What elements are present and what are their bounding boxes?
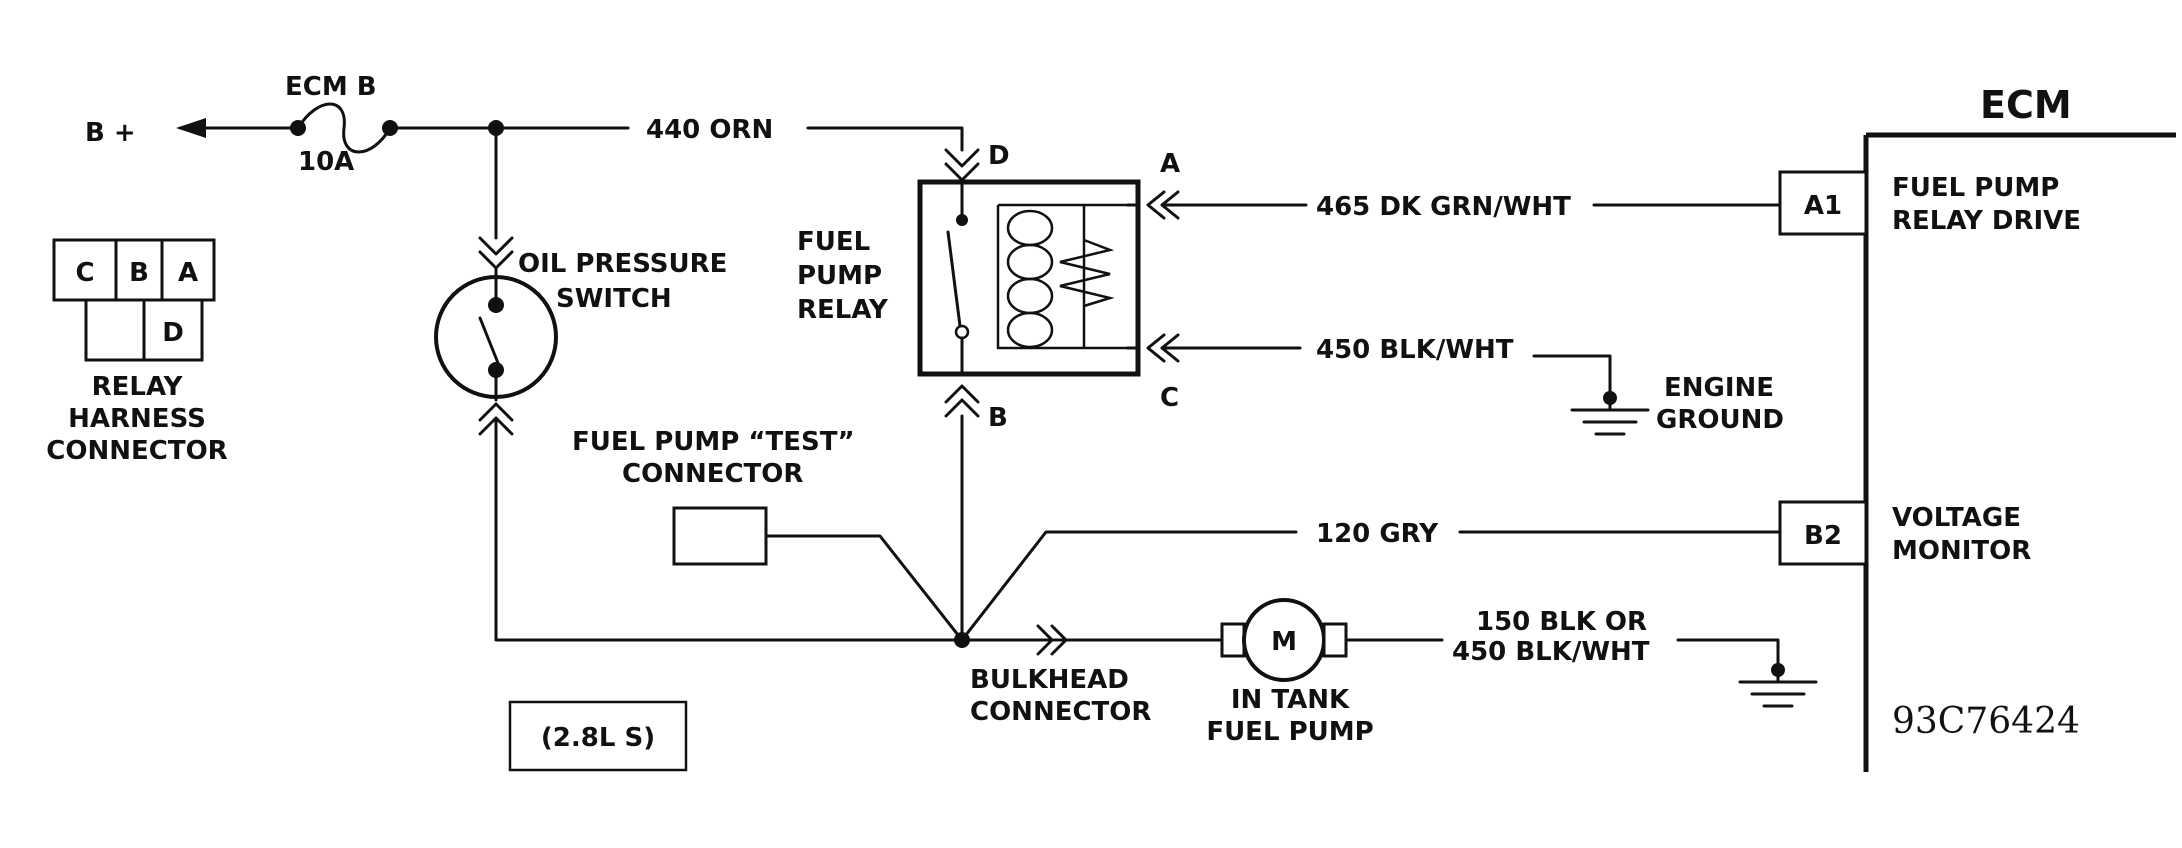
fuse-ecm-b: ECM B 10A	[285, 72, 398, 177]
harness-pin-c: C	[75, 258, 94, 288]
fuel-pump-relay	[917, 179, 1141, 377]
harness-cell-d	[142, 298, 204, 362]
engine-ground-label-line2: GROUND	[1656, 405, 1784, 435]
oil-switch-label-line1: OIL PRESSURE	[518, 249, 727, 279]
harness-label-line1: RELAY	[92, 372, 184, 402]
battery-positive-label: B +	[85, 118, 136, 148]
ecm-pin-a1-id: A1	[1804, 191, 1842, 221]
oil-switch-connector-top-icon	[478, 236, 514, 270]
wire-120-left	[960, 530, 1298, 642]
ecm-pin-a1-box	[1778, 170, 1868, 236]
bulkhead-label-line2: CONNECTOR	[970, 697, 1151, 727]
oil-switch-contact-top	[488, 297, 504, 313]
ground-icon	[1570, 396, 1650, 436]
relay-pin-a-label: A	[1160, 149, 1180, 179]
relay-pin-c-label: C	[1160, 383, 1179, 413]
fuse-rating-label: 10A	[298, 147, 354, 177]
pump-terminal-left	[1220, 622, 1246, 658]
ecm-outline	[1863, 132, 2176, 772]
wire-150-label-line1: 150 BLK OR	[1476, 607, 1647, 637]
wire-450-label: 450 BLK/WHT	[1316, 335, 1514, 365]
wire-450-right	[1532, 354, 1612, 396]
pump-motor-symbol: M	[1271, 627, 1297, 657]
pump-terminal-right	[1322, 622, 1348, 658]
pump-ground-icon	[1738, 668, 1818, 708]
pump-label-line2: FUEL PUMP	[1206, 717, 1373, 747]
relay-switch-blade	[946, 230, 962, 328]
ecm-pin-a1-label-line2: RELAY DRIVE	[1892, 206, 2081, 236]
engine-tag-label: (2.8L S)	[541, 723, 655, 753]
in-tank-fuel-pump: M	[1220, 598, 1348, 682]
test-connector-body	[672, 506, 768, 566]
engine-ground-symbol	[1570, 391, 1650, 436]
wire-120-label: 120 GRY	[1316, 519, 1439, 549]
relay-coil-turn-3	[1006, 277, 1054, 315]
relay-connector-b-icon	[944, 384, 980, 418]
battery-arrow-icon	[176, 118, 206, 138]
ecm-pin-b2-label-line2: MONITOR	[1892, 536, 2031, 566]
relay-title-line3: RELAY	[797, 295, 889, 325]
harness-label-line3: CONNECTOR	[46, 436, 227, 466]
oil-pressure-switch	[434, 266, 558, 402]
ecm-pin-b2-id: B2	[1804, 521, 1842, 551]
ecm-title: ECM	[1980, 83, 2072, 127]
relay-title-line2: PUMP	[797, 261, 882, 291]
pump-label-line1: IN TANK	[1231, 685, 1350, 715]
relay-coil-turn-4	[1006, 311, 1054, 349]
relay-coil-turn-1	[1006, 209, 1054, 247]
battery-positive-terminal: B +	[85, 118, 300, 148]
relay-pin-b-label: B	[988, 403, 1008, 433]
bulkhead-label-line1: BULKHEAD	[970, 665, 1129, 695]
pump-ground-wire-right	[1676, 638, 1780, 670]
relay-resistor-icon	[1059, 238, 1115, 308]
test-connector-label-line1: FUEL PUMP “TEST”	[572, 427, 855, 457]
test-connector-wire	[764, 534, 964, 642]
oil-switch-label-line2: SWITCH	[556, 284, 672, 314]
oil-switch-blade	[478, 316, 502, 370]
fuse-element-icon	[296, 102, 392, 154]
wire-465-label: 465 DK GRN/WHT	[1316, 192, 1571, 222]
relay-coil-frame	[996, 203, 1138, 350]
pump-ground-symbol	[1738, 663, 1818, 708]
relay-connector-d-icon	[944, 148, 980, 182]
relay-harness-connector: C B A D	[52, 238, 216, 362]
oil-switch-connector-bottom-icon	[478, 402, 514, 436]
harness-pin-a: A	[178, 258, 198, 288]
ecm-pin-a1-label-line1: FUEL PUMP	[1892, 173, 2059, 203]
harness-cell-blank	[84, 298, 146, 362]
bulkhead-connector-icon	[1036, 624, 1068, 656]
engine-tag-box	[508, 700, 688, 772]
harness-label-line2: HARNESS	[68, 404, 206, 434]
harness-pin-b: B	[129, 258, 149, 288]
engine-ground-label-line1: ENGINE	[1664, 373, 1774, 403]
ecm-pin-b2-label-line1: VOLTAGE	[1892, 503, 2021, 533]
relay-contact-top	[956, 214, 968, 226]
relay-contact-bottom	[954, 324, 970, 340]
wire-440-orn	[806, 126, 964, 152]
fuse-name-label: ECM B	[285, 72, 377, 102]
wire-440-label: 440 ORN	[646, 115, 773, 145]
oil-switch-to-bulkhead-wire	[494, 418, 960, 642]
wire-150-label-line2: 450 BLK/WHT	[1452, 637, 1650, 667]
test-connector-label-line2: CONNECTOR	[622, 459, 803, 489]
relay-coil-turn-2	[1006, 243, 1054, 281]
relay-title-line1: FUEL	[797, 227, 870, 257]
relay-housing	[917, 179, 1141, 377]
ecm-module: ECM A1 FUEL PUMP RELAY DRIVE B2 VOLTAGE …	[1778, 83, 2176, 772]
harness-pin-d: D	[162, 318, 184, 348]
relay-pin-d-label: D	[988, 141, 1010, 171]
figure-code: 93C76424	[1892, 701, 2080, 742]
ecm-pin-b2-box	[1778, 500, 1868, 566]
